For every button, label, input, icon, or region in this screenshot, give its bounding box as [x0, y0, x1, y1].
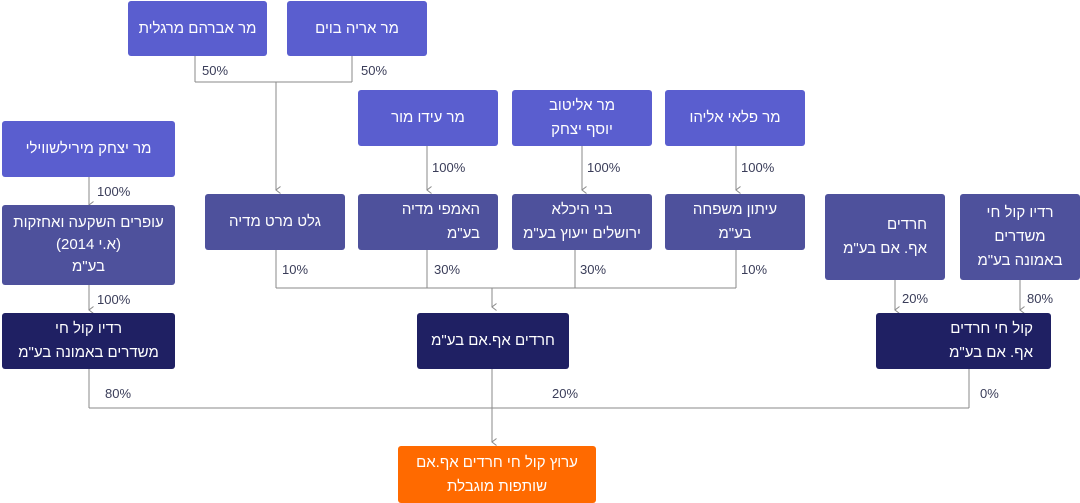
node-line: מר עידו מור: [391, 109, 465, 126]
node-line: קול חי חרדים: [950, 320, 1033, 337]
node-line: בע"מ: [71, 258, 106, 275]
node-iton-mishpacha: עיתון משפחה בע"מ: [665, 194, 805, 250]
pct-ido: 100%: [432, 160, 466, 175]
pct-pilai: 100%: [741, 160, 775, 175]
node-haredim-fm-small: חרדים אף. אם בע"מ: [825, 194, 945, 280]
node-line: אף. אם בע"מ: [949, 344, 1033, 361]
node-line: עיתון משפחה: [692, 201, 778, 218]
node-line: בני היכלא: [551, 201, 613, 218]
node-avraham-margalit: מר אברהם מרגלית: [128, 1, 267, 56]
node-line: שותפות מוגבלת: [447, 477, 548, 495]
node-line: עופרים השקעה ואחזקות: [13, 214, 164, 231]
node-galat-mart-media: גלט מרט מדיה: [205, 194, 345, 250]
pct-haredim-center: 20%: [552, 386, 579, 401]
node-line: אף. אם בע"מ: [843, 240, 927, 257]
pct-haredim-small: 20%: [902, 291, 929, 306]
pct-yitzhak: 100%: [97, 184, 131, 199]
node-line: משדרים באמונה בע"מ: [18, 344, 159, 361]
pct-galat: 10%: [282, 262, 309, 277]
node-line: מר אברהם מרגלית: [138, 19, 257, 37]
node-kol-hai-haredim: קול חי חרדים אף. אם בע"מ: [876, 313, 1051, 369]
pct-ofarim: 100%: [97, 292, 131, 307]
pct-avraham: 50%: [202, 63, 229, 78]
pct-ampi: 30%: [434, 262, 461, 277]
node-line: משדרים: [994, 228, 1046, 245]
pct-bnei: 30%: [580, 262, 607, 277]
node-line: חרדים אף.אם בע"מ: [431, 332, 555, 349]
node-line: ירושלים ייעוץ בע"מ: [523, 225, 641, 242]
node-arie-boim: מר אריה בוים: [287, 1, 427, 56]
node-line: חרדים: [887, 216, 927, 233]
node-line: ערוץ קול חי חרדים אף.אם: [416, 453, 578, 471]
node-ampi-media: האמפי מדיה בע"מ: [358, 194, 498, 250]
pct-itonm: 10%: [741, 262, 768, 277]
node-line: בע"מ: [718, 225, 752, 242]
node-line: רדיו קול חי: [55, 320, 122, 337]
pct-kolhai-haredim: 0%: [980, 386, 999, 401]
node-radio-kol-hai-small: רדיו קול חי משדרים באמונה בע"מ: [960, 194, 1080, 280]
node-ofarim: עופרים השקעה ואחזקות (א.י 2014) בע"מ: [2, 205, 175, 285]
node-pilai-eliyahu: מר פלאי אליהו: [665, 90, 805, 146]
pct-arie: 50%: [361, 63, 388, 78]
node-line: האמפי מדיה: [401, 201, 480, 218]
node-elituv-yosef: מר אליטוב יוסף יצחק: [512, 90, 652, 146]
node-haredim-fm: חרדים אף.אם בע"מ: [417, 313, 569, 369]
node-radio-kol-hai: רדיו קול חי משדרים באמונה בע"מ: [2, 313, 175, 369]
node-yitzhak-mirilashvili: מר יצחק מירילשווילי: [2, 121, 175, 177]
node-line: מר יצחק מירילשווילי: [25, 140, 152, 157]
node-line: גלט מרט מדיה: [229, 213, 321, 230]
node-line: רדיו קול חי: [986, 204, 1054, 221]
node-bnei-heichala: בני היכלא ירושלים ייעוץ בע"מ: [512, 194, 652, 250]
node-line: יוסף יצחק: [551, 121, 613, 138]
node-line: בע"מ: [446, 225, 480, 242]
pct-radio-left: 80%: [105, 386, 132, 401]
node-ido-mor: מר עידו מור: [358, 90, 498, 146]
node-line: באמונה בע"מ: [977, 252, 1063, 269]
pct-radio-small: 80%: [1027, 291, 1054, 306]
node-line: מר אריה בוים: [315, 19, 399, 37]
pct-elituv: 100%: [587, 160, 621, 175]
node-line: מר פלאי אליהו: [689, 109, 781, 126]
node-final-partnership: ערוץ קול חי חרדים אף.אם שותפות מוגבלת: [398, 446, 596, 503]
node-line: (א.י 2014): [55, 236, 122, 253]
node-line: מר אליטוב: [548, 97, 616, 114]
